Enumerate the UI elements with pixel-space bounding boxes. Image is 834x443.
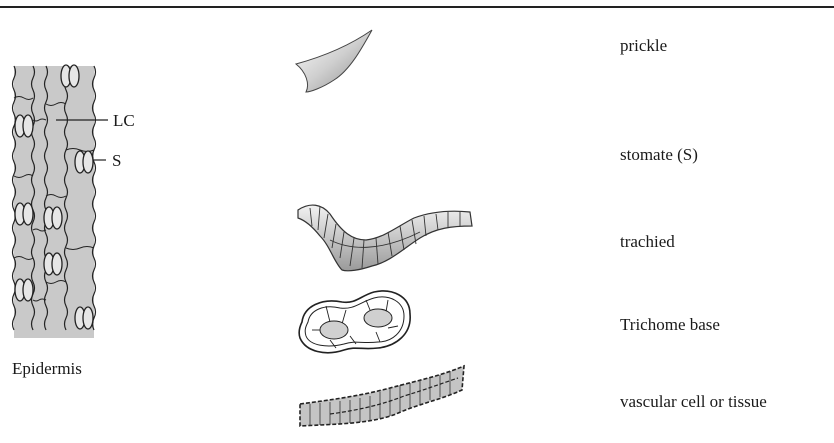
stomate-label: S	[112, 152, 121, 169]
item-label-vascular: vascular cell or tissue	[620, 393, 767, 410]
prickle-illustration	[296, 30, 372, 92]
item-label-prickle: prickle	[620, 37, 667, 54]
epidermis-illustration	[13, 65, 109, 338]
epidermis-caption: Epidermis	[12, 360, 82, 377]
long-cell-label: LC	[113, 112, 135, 129]
vascular-illustration	[300, 366, 464, 426]
trichome-base-illustration	[299, 291, 410, 353]
trachied-illustration	[298, 205, 472, 271]
item-label-trachied: trachied	[620, 233, 675, 250]
item-label-stomate: stomate (S)	[620, 146, 698, 163]
item-label-trichome-base: Trichome base	[620, 316, 720, 333]
